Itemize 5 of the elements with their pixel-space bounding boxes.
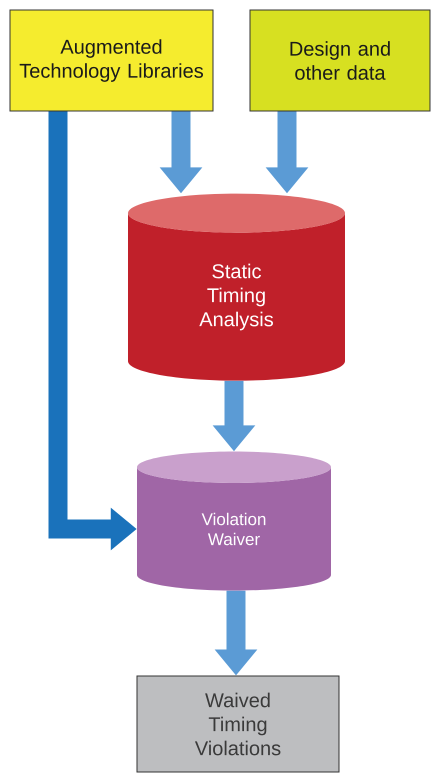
cylinder: Static Timing Analysis: [128, 194, 345, 381]
process-box: Waived Timing Violations: [136, 676, 340, 772]
process-box: Design and other data: [250, 10, 430, 112]
cylinder: Violation Waiver: [137, 452, 331, 591]
process-box: Augmented Technology Libraries: [10, 10, 214, 112]
